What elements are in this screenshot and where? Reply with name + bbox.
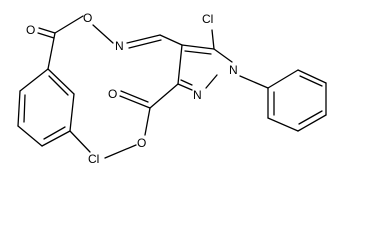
n1-pyrazole-label: N	[229, 63, 238, 77]
o-oxime-label: O	[83, 11, 92, 25]
o-ester-carbonyl-label: O	[108, 87, 117, 101]
oxime-linker	[92, 24, 183, 49]
molecule-drawing: Cl N N N O O O O Cl	[17, 11, 327, 166]
n-oxime-label: N	[115, 39, 124, 53]
n2-pyrazole-label: N	[193, 88, 202, 102]
methyl-ester-group	[104, 83, 179, 159]
o-benzoate-carbonyl-label: O	[26, 23, 35, 37]
cl-pyrazole-label: Cl	[202, 12, 213, 26]
structure-canvas: Cl N N N O O O O Cl	[17, 11, 327, 166]
o-ester-methoxy-label: O	[137, 136, 146, 150]
benzoyl-group	[17, 15, 91, 153]
phenyl-ring	[239, 69, 327, 132]
pyrazole-ring	[177, 29, 233, 91]
cl-benzoyl-label: Cl	[88, 152, 99, 166]
